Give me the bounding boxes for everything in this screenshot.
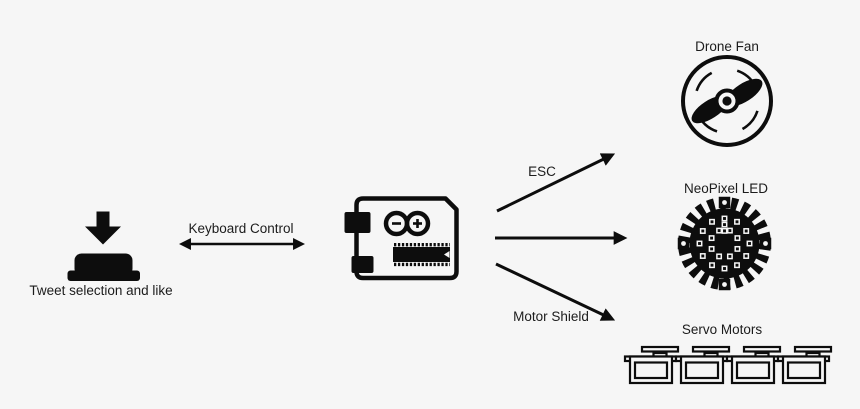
esc-label: ESC	[528, 163, 556, 179]
propeller-icon	[681, 55, 773, 147]
led-ring-icon	[677, 196, 772, 291]
servo-motor-icon	[725, 345, 782, 385]
drone-fan-label: Drone Fan	[695, 38, 759, 54]
servo-motor-icon	[776, 345, 833, 385]
neopixel-led-label: NeoPixel LED	[683, 180, 769, 196]
motor-shield-label: Motor Shield	[513, 308, 589, 324]
servo-motors-label: Servo Motors	[681, 322, 763, 337]
servo-motor-icon	[623, 345, 680, 385]
button-press-icon	[67, 211, 140, 281]
power-jack-icon	[351, 256, 374, 273]
arduino-board-icon	[344, 196, 459, 281]
motor-shield-arrow	[495, 262, 616, 321]
tweet-selection-label: Tweet selection and like	[29, 283, 173, 298]
led-dots	[696, 215, 753, 272]
esc-arrow	[496, 153, 616, 213]
arduino-logo-icon	[383, 210, 431, 237]
servo-motor-icon	[674, 345, 731, 385]
microchip-icon	[393, 242, 450, 267]
usb-port-icon	[344, 212, 371, 233]
keyboard-control-label: Keyboard Control	[188, 221, 294, 236]
servo-motors-icon	[623, 345, 833, 385]
